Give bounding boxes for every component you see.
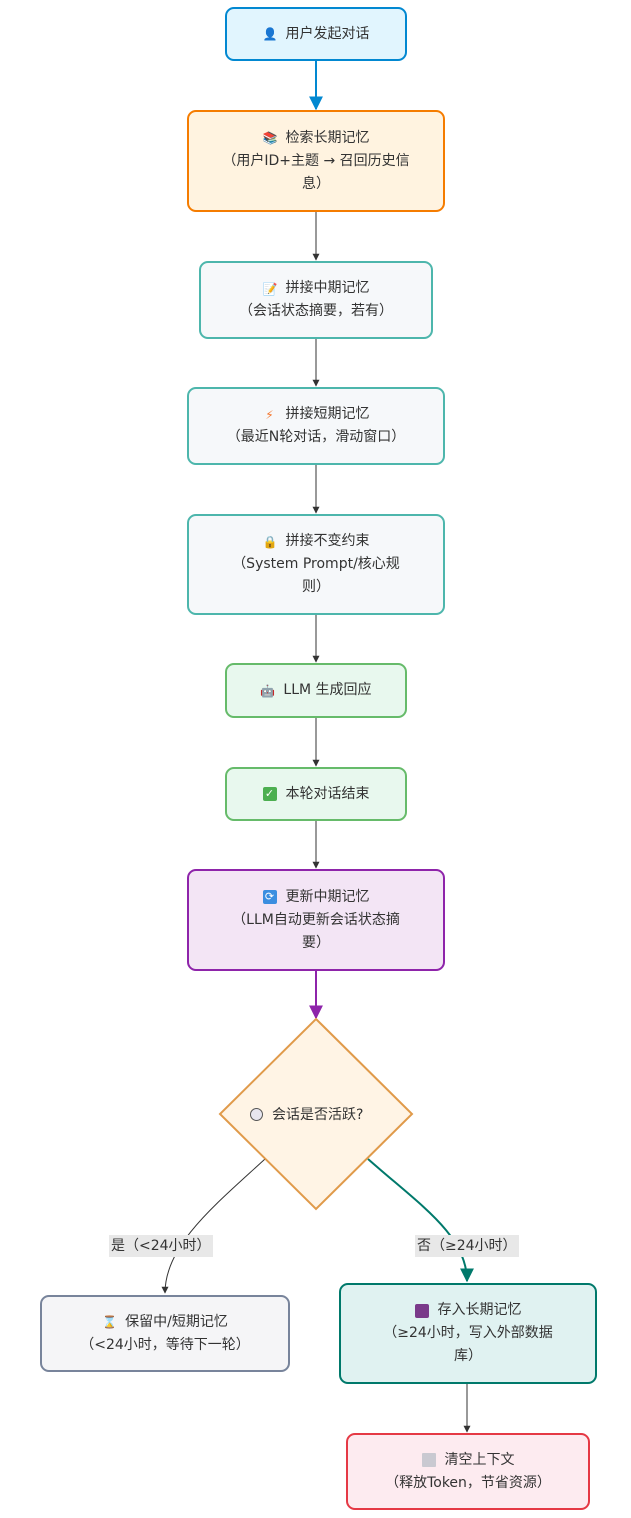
- robot-icon: 🤖: [260, 683, 276, 698]
- user-icon: 👤: [262, 27, 278, 41]
- node-keep-short-mid: ⌛保留中/短期记忆 （<24小时，等待下一轮）: [40, 1295, 290, 1372]
- lightning-icon: ⚡: [265, 407, 274, 422]
- lock-icon: 🔒: [262, 534, 278, 549]
- node-store-long-term: 存入长期记忆 （≥24小时，写入外部数据库）: [339, 1283, 597, 1384]
- node-retrieve-long-term: 📚检索长期记忆 （用户ID+主题 → 召回历史信息）: [187, 110, 445, 212]
- node-update-mid-term: ⟳更新中期记忆 （LLM自动更新会话状态摘要）: [187, 869, 445, 971]
- wastebasket-icon: [421, 1453, 436, 1467]
- clock-icon: [250, 1107, 263, 1121]
- node-round-end: ✓本轮对话结束: [225, 767, 407, 821]
- check-icon: ✓: [262, 787, 277, 801]
- node-subtitle: （≥24小时，写入外部数据库）: [383, 1325, 553, 1364]
- node-concat-mid-term: 📝拼接中期记忆 （会话状态摘要，若有）: [199, 261, 433, 339]
- edge-label-no: 否（≥24小时）: [415, 1235, 519, 1257]
- node-concat-short-term: ⚡拼接短期记忆 （最近N轮对话，滑动窗口）: [187, 387, 445, 465]
- node-decision: 会话是否活跃?: [250, 1103, 363, 1125]
- hourglass-icon: ⌛: [102, 1315, 118, 1329]
- edge-decision-store: [367, 1158, 474, 1283]
- edge-label-yes: 是（<24小时）: [109, 1235, 213, 1257]
- node-subtitle: （释放Token，节省资源）: [385, 1474, 551, 1491]
- node-llm-generate: 🤖LLM 生成回应: [225, 663, 407, 718]
- memo-icon: 📝: [262, 281, 278, 296]
- node-subtitle: （最近N轮对话，滑动窗口）: [226, 429, 406, 445]
- node-start: 👤用户发起对话: [225, 7, 407, 61]
- floppy-icon: [414, 1303, 429, 1318]
- node-concat-rules: 🔒拼接不变约束 （System Prompt/核心规则）: [187, 514, 445, 615]
- node-clear-context: 清空上下文 （释放Token，节省资源）: [346, 1433, 590, 1510]
- refresh-icon: ⟳: [262, 890, 277, 904]
- edge-decision-keep: [161, 1158, 266, 1294]
- node-subtitle: （会话状态摘要，若有）: [239, 303, 393, 319]
- decision-diamond: [218, 1017, 414, 1211]
- node-subtitle: （<24小时，等待下一轮）: [80, 1336, 250, 1353]
- node-subtitle: （System Prompt/核心规则）: [232, 556, 400, 595]
- node-subtitle: （用户ID+主题 → 召回历史信息）: [222, 152, 410, 192]
- node-subtitle: （LLM自动更新会话状态摘要）: [232, 911, 400, 951]
- books-icon: 📚: [262, 131, 278, 145]
